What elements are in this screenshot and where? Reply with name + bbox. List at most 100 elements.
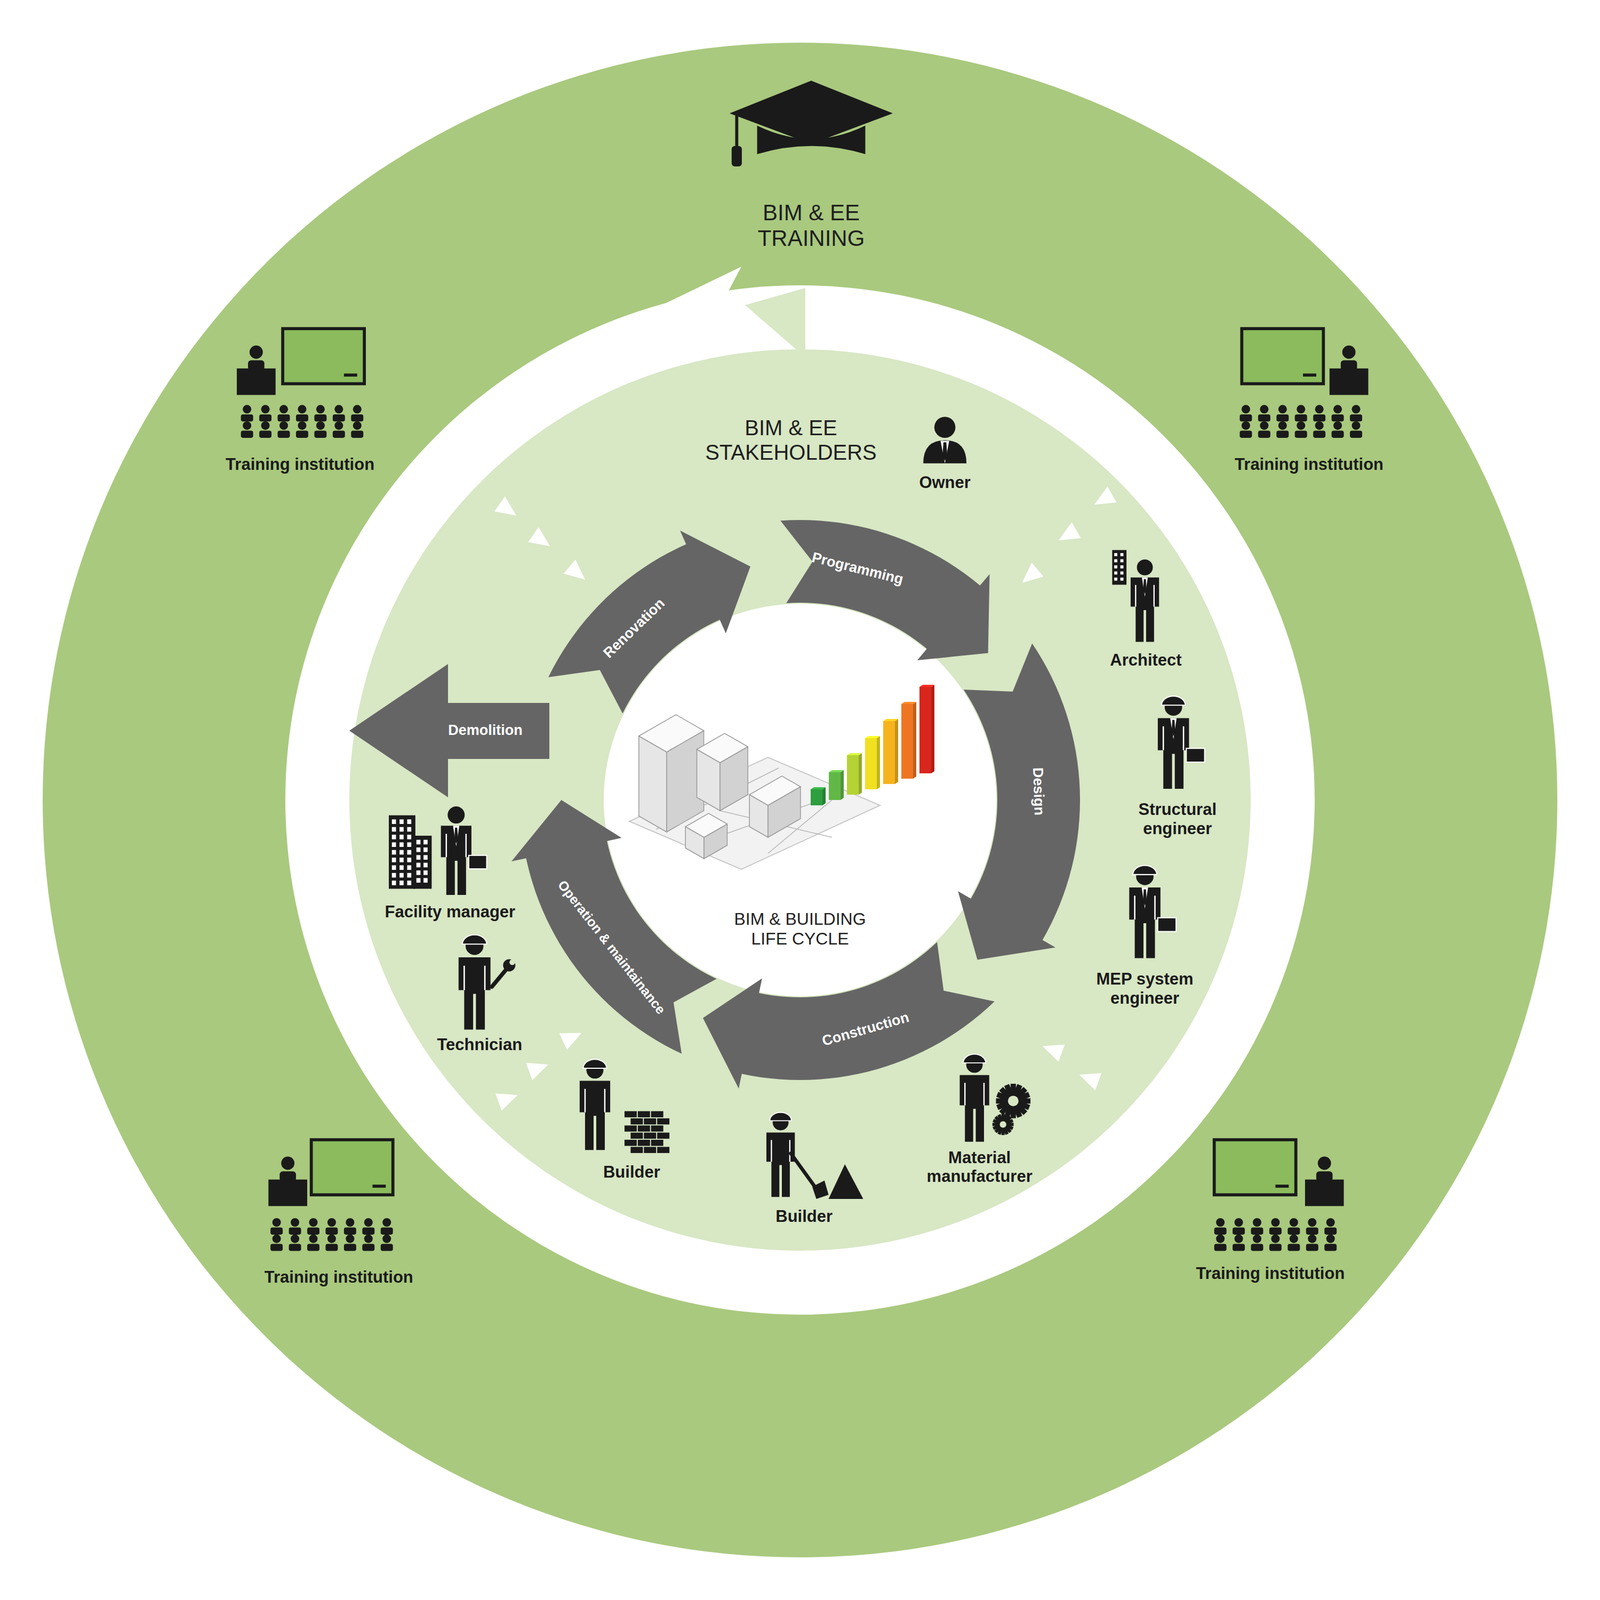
student-head — [345, 1218, 355, 1227]
student-body — [289, 1243, 302, 1251]
stakeholder-label: Training institution — [1234, 454, 1384, 475]
cap-cord — [735, 115, 739, 150]
student-body — [1331, 414, 1344, 422]
tower-window — [1120, 577, 1124, 581]
tower-window — [1120, 559, 1124, 563]
student-body — [350, 430, 364, 438]
student-body — [277, 430, 291, 438]
building-window — [416, 862, 421, 868]
student-body — [332, 414, 346, 422]
stage-arrow-outline — [955, 641, 1083, 963]
stakeholder-label: Structural engineer — [1117, 800, 1238, 839]
hard-hat — [963, 1054, 986, 1063]
stakeholder-disk: BIM & EE STAKEHOLDERSBIM & BUILDING LIFE… — [349, 349, 1251, 1251]
gear-tooth — [994, 1115, 1012, 1133]
building-window — [392, 834, 397, 840]
student-head — [1252, 1234, 1262, 1244]
stakeholder-arrowhead — [745, 288, 806, 358]
person-shoulders — [923, 440, 967, 464]
student-body — [307, 1243, 320, 1251]
brick — [657, 1132, 670, 1139]
person-icon — [1157, 696, 1205, 789]
student-body — [241, 414, 254, 422]
tie — [454, 827, 459, 844]
student-head — [1289, 1218, 1299, 1227]
tower-window — [1114, 565, 1118, 569]
brick — [630, 1146, 643, 1153]
stage-shape — [780, 520, 990, 661]
student-body — [362, 1227, 375, 1235]
model-face — [685, 813, 727, 838]
student-head — [308, 1234, 318, 1244]
energy-bar — [828, 772, 841, 800]
gear-hole — [1000, 1121, 1007, 1128]
student-head — [353, 421, 362, 430]
student-head — [1352, 421, 1361, 430]
energy-bar — [810, 789, 823, 806]
brick — [651, 1139, 664, 1146]
stakeholder-label: Builder — [775, 1206, 833, 1227]
student-body — [1324, 1243, 1337, 1251]
building-window — [423, 847, 428, 853]
student-body — [325, 1227, 338, 1235]
building-window — [416, 840, 421, 845]
stakeholder-label: Facility manager — [385, 902, 516, 923]
brick — [630, 1118, 643, 1125]
student-body — [314, 430, 327, 438]
teacher-desk — [1305, 1179, 1344, 1207]
student-head — [1216, 1234, 1225, 1244]
stage-arrow: Demolition — [347, 661, 552, 800]
briefcase — [468, 855, 487, 869]
shirt-collar — [452, 825, 460, 847]
student-head — [279, 404, 288, 414]
building-window — [406, 842, 412, 847]
energy-bar-top — [846, 753, 862, 756]
student-head — [1278, 421, 1287, 430]
student-head — [316, 421, 325, 430]
tie — [942, 442, 948, 461]
classroom-icon — [1239, 328, 1368, 438]
brick — [630, 1132, 643, 1139]
student-head — [297, 404, 307, 414]
arm-line — [1154, 895, 1156, 920]
person-body — [579, 1081, 611, 1151]
life-cycle-hub-text: BIM & BUILDING LIFE CYCLE — [720, 909, 880, 949]
stakeholder-area — [349, 349, 1251, 1251]
building-window — [392, 880, 397, 886]
student-head — [1307, 1234, 1317, 1244]
student-head — [1333, 404, 1342, 414]
student-body — [296, 430, 309, 438]
office-building — [388, 815, 432, 890]
teacher-head — [1342, 345, 1356, 359]
brick — [643, 1132, 656, 1139]
stage-arrow-text: Design — [1029, 767, 1048, 816]
tower-window — [1120, 565, 1124, 569]
brick — [637, 1125, 651, 1132]
stage-shape — [702, 941, 995, 1089]
white-ring — [285, 285, 1315, 1315]
stakeholder-label: Architect — [1109, 650, 1182, 670]
stage-arrow: Construction — [700, 939, 997, 1091]
student-body — [1232, 1243, 1245, 1251]
training-ring: BIM & EE TRAININGBIM & EE STAKEHOLDERSBI… — [42, 42, 1558, 1558]
wrench-jaw — [509, 959, 516, 966]
energy-bar — [919, 686, 932, 774]
building-window — [423, 862, 428, 868]
blackboard — [282, 328, 365, 384]
student-head — [334, 404, 343, 414]
student-head — [308, 1218, 318, 1227]
student-body — [289, 1227, 302, 1235]
building-body — [413, 835, 432, 889]
stage-arrow: Programming — [778, 517, 992, 663]
stakeholder-label: Technician — [436, 1035, 523, 1055]
brick — [651, 1110, 664, 1117]
student-head — [1289, 1234, 1299, 1244]
energy-bar-top — [901, 701, 917, 704]
flow-arrowhead — [563, 559, 591, 587]
student-head — [1333, 421, 1342, 430]
person-body — [1129, 887, 1161, 959]
student-head — [1315, 404, 1324, 414]
gear-tooth — [994, 1115, 1012, 1133]
